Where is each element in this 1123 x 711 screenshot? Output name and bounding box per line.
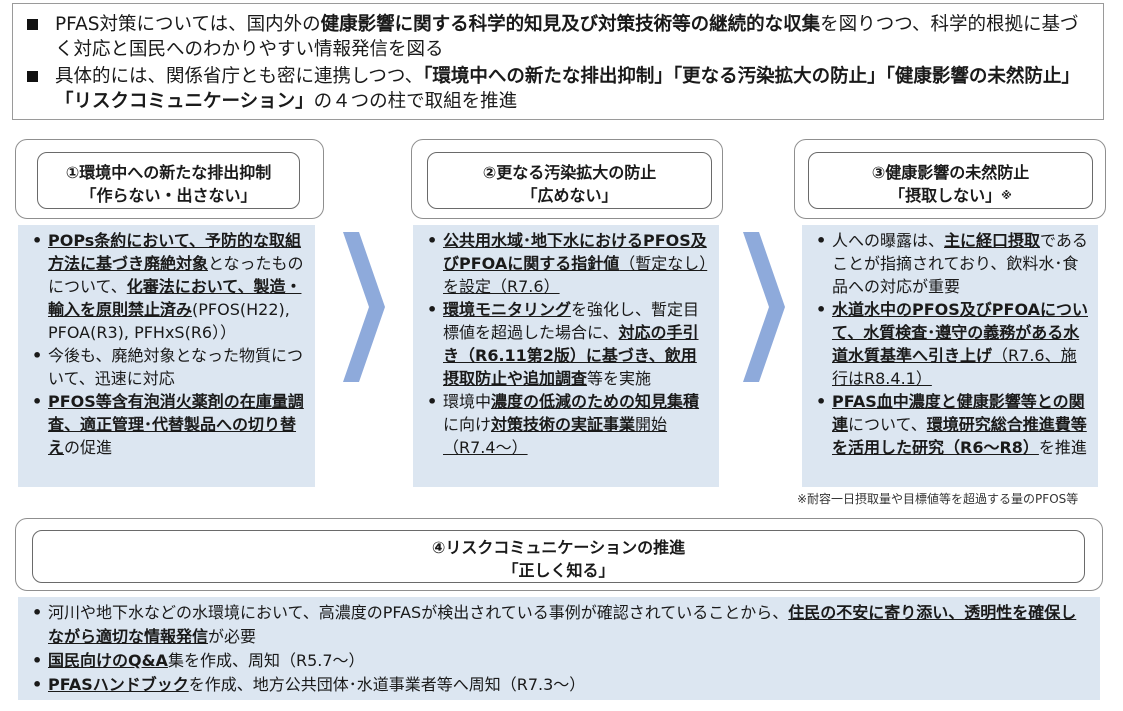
- pillar-1-subtitle: 「作らない・出さない」: [80, 186, 257, 205]
- pillar-4-title-box: ④リスクコミュニケーションの推進 「正しく知る」: [32, 530, 1085, 583]
- item-text: を推進: [1038, 438, 1087, 457]
- pillar-2-title-box: ②更なる汚染拡大の防止 「広めない」: [427, 152, 712, 209]
- item-text: が必要: [208, 627, 257, 646]
- item-text: 対策技術の実証事業: [491, 415, 636, 434]
- pillar-2-subtitle: 「広めない」: [521, 186, 618, 205]
- item-text: 等を実施: [587, 369, 652, 388]
- summary-part-bold: 「環境中への新たな排出抑制」「更なる汚染拡大の防止」「健康影響の未然防止」「リス…: [55, 66, 1080, 112]
- item-text: 環境モニタリング: [443, 300, 572, 319]
- square-bullet-icon: [27, 19, 38, 30]
- item-text: 河川や地下水などの水環境において、高濃度のPFASが検出されている事例が確認され…: [48, 603, 789, 622]
- item-text: を作成、地方公共団体･水道事業者等へ周知（R7.3～）: [188, 675, 586, 694]
- item-text: 集を作成、周知（R5.7～）: [167, 651, 365, 670]
- item-text: 対応の手引き（R6.11第2版）に基づき、飲用摂取防止や追加調査: [443, 323, 699, 388]
- summary-part: 具体的には、関係省庁とも密に連携しつつ、: [55, 66, 424, 87]
- list-item: PFASハンドブックを作成、地方公共団体･水道事業者等へ周知（R7.3～）: [32, 673, 1090, 697]
- item-text: 化審法において、製造・輸入を原則禁止済み: [48, 277, 302, 319]
- item-text: について、: [848, 415, 927, 434]
- item-text: の促進: [64, 438, 113, 457]
- item-text: （R7.6、施行はR8.4.1）: [832, 346, 1077, 388]
- item-text: 水道水中のPFOS及びPFOAについて、水質検査･遵守の義務がある水道水質基準へ…: [832, 300, 1088, 365]
- item-text: 環境研究総合推進費等を活用した研究（R6～R8）: [832, 415, 1087, 457]
- item-text: PFOS等含有泡消火薬剤の在庫量調査、適正管理･代替製品への切り替え: [48, 392, 304, 457]
- pillar-3-subtitle: 「摂取しない」: [889, 186, 1002, 205]
- list-item: 水道水中のPFOS及びPFOAについて、水質検査･遵守の義務がある水道水質基準へ…: [816, 298, 1088, 390]
- pillar-2-panel: 公共用水域･地下水におけるPFOS及びPFOAに関する指針値（暫定なし）を設定（…: [413, 225, 719, 487]
- summary-part-bold: 健康影響に関する科学的知見及び対策技術等の継続的な収集: [320, 14, 821, 35]
- item-text: 公共用水域･地下水におけるPFOS及びPFOAに関する指針値: [443, 231, 707, 273]
- item-text: 人への曝露は、: [832, 231, 945, 250]
- list-item: 今後も、廃絶対象となった物質について、迅速に対応: [32, 344, 305, 390]
- item-text: 住民の不安に寄り添い、透明性を確保しながら適切な情報発信: [48, 603, 1077, 646]
- summary-part: を図りつつ、科学的根拠に基づく対応と国民へのわかりやすい情報発信を図る: [55, 14, 1079, 60]
- pillar-3-title-box: ③健康影響の未然防止 「摂取しない」※: [808, 152, 1093, 209]
- summary-part: の４つの柱で取組を推進: [313, 91, 518, 112]
- summary-part: PFAS対策については、国内外の: [55, 14, 321, 35]
- list-item: PFAS血中濃度と健康影響等との関連について、環境研究総合推進費等を活用した研究…: [816, 390, 1088, 459]
- list-item: 環境モニタリングを強化し、暫定目標値を超過した場合に、対応の手引き（R6.11第…: [427, 298, 709, 390]
- pillar-4-title: ④リスクコミュニケーションの推進: [431, 538, 686, 557]
- item-text: を強化し、暫定目標値を超過した場合に、: [443, 300, 700, 342]
- item-text: 今後も、廃絶対象となった物質について、迅速に対応: [48, 346, 304, 388]
- pillar-1-title-box: ①環境中への新たな排出抑制 「作らない・出さない」: [37, 152, 300, 209]
- footnote: ※耐容一日摂取量や目標値等を超過する量のPFOS等: [797, 492, 1079, 506]
- pillar-4-panel: 河川や地下水などの水環境において、高濃度のPFASが検出されている事例が確認され…: [18, 597, 1100, 700]
- item-text: に向け: [443, 415, 492, 434]
- list-item: 公共用水域･地下水におけるPFOS及びPFOAに関する指針値（暫定なし）を設定（…: [427, 229, 709, 298]
- item-text: 開始（R7.4～）: [443, 415, 668, 457]
- pillar-2-title: ②更なる汚染拡大の防止: [482, 163, 657, 182]
- pillar-1-title: ①環境中への新たな排出抑制: [65, 163, 272, 182]
- summary-box: PFAS対策については、国内外の健康影響に関する科学的知見及び対策技術等の継続的…: [12, 3, 1104, 120]
- item-text: となったものについて、: [48, 254, 304, 296]
- item-text: (PFOS(H22), PFOA(R3), PFHxS(R6））: [48, 300, 290, 342]
- pillar-4-subtitle: 「正しく知る」: [502, 561, 615, 580]
- list-item: PFOS等含有泡消火薬剤の在庫量調査、適正管理･代替製品への切り替えの促進: [32, 390, 305, 459]
- pillar-1-panel: POPs条約において、予防的な取組方法に基づき廃絶対象となったものについて、化審…: [18, 225, 315, 487]
- item-text: 国民向けのQ&A: [48, 651, 168, 670]
- item-text: 環境中: [443, 392, 492, 411]
- list-item: 河川や地下水などの水環境において、高濃度のPFASが検出されている事例が確認され…: [32, 601, 1090, 649]
- item-text: （暫定なし）を設定（R7.6）: [443, 254, 708, 296]
- chevron-right-icon: [743, 232, 785, 382]
- pillar-3-title: ③健康影響の未然防止: [871, 163, 1030, 182]
- footnote-mark: ※: [1001, 189, 1012, 202]
- summary-line-2: 具体的には、関係省庁とも密に連携しつつ、「環境中への新たな排出抑制」「更なる汚染…: [27, 64, 1089, 114]
- item-text: であることが指摘されており、飲料水･食品への対応が重要: [832, 231, 1088, 296]
- list-item: POPs条約において、予防的な取組方法に基づき廃絶対象となったものについて、化審…: [32, 229, 305, 344]
- item-text: 濃度の低減のための知見集積: [491, 392, 700, 411]
- item-text: 主に経口摂取: [944, 231, 1041, 250]
- item-text: PFASハンドブック: [48, 675, 189, 694]
- list-item: 環境中濃度の低減のための知見集積に向け対策技術の実証事業開始（R7.4～）: [427, 390, 709, 459]
- item-text: POPs条約において、予防的な取組方法に基づき廃絶対象: [48, 231, 302, 273]
- list-item: 人への曝露は、主に経口摂取であることが指摘されており、飲料水･食品への対応が重要: [816, 229, 1088, 298]
- summary-line-1: PFAS対策については、国内外の健康影響に関する科学的知見及び対策技術等の継続的…: [27, 12, 1089, 62]
- item-text: PFAS血中濃度と健康影響等との関連: [832, 392, 1085, 434]
- list-item: 国民向けのQ&A集を作成、周知（R5.7～）: [32, 649, 1090, 673]
- chevron-right-icon: [343, 232, 385, 382]
- pillar-3-panel: 人への曝露は、主に経口摂取であることが指摘されており、飲料水･食品への対応が重要…: [802, 225, 1098, 487]
- square-bullet-icon: [27, 71, 38, 82]
